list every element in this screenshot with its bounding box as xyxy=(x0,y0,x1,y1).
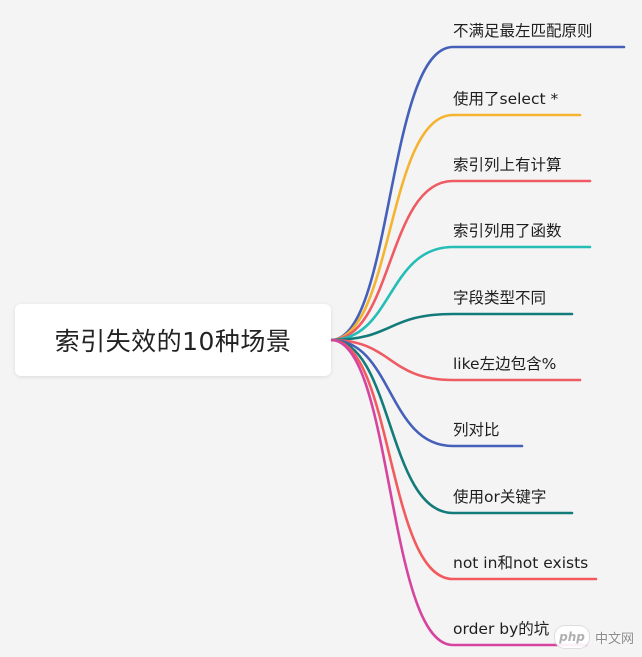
branch-label-6[interactable]: like左边包含% xyxy=(453,355,557,373)
branch-label-8[interactable]: 使用or关键字 xyxy=(453,488,547,506)
branch-label-3[interactable]: 索引列上有计算 xyxy=(453,156,562,174)
branch-connector-3 xyxy=(329,179,592,342)
watermark-logo: php xyxy=(553,625,590,649)
branch-connector-9 xyxy=(329,338,598,581)
watermark-text: 中文网 xyxy=(594,631,634,647)
branch-label-1[interactable]: 不满足最左匹配原则 xyxy=(453,22,593,40)
branch-connector-6 xyxy=(329,338,582,382)
root-node[interactable]: 索引失效的10种场景 xyxy=(15,304,331,376)
branch-label-4[interactable]: 索引列用了函数 xyxy=(453,222,562,240)
branch-connector-4 xyxy=(329,245,592,342)
branch-connector-10 xyxy=(329,338,588,647)
branch-label-10[interactable]: order by的坑 xyxy=(453,620,550,638)
branch-label-7[interactable]: 列对比 xyxy=(453,421,500,439)
branch-label-9[interactable]: not in和not exists xyxy=(453,554,589,572)
branch-connector-5 xyxy=(329,312,574,342)
branch-connector-7 xyxy=(329,338,524,448)
watermark: php 中文网 xyxy=(553,625,634,649)
branch-connector-1 xyxy=(329,45,626,342)
branch-label-5[interactable]: 字段类型不同 xyxy=(453,289,547,307)
branch-connector-8 xyxy=(329,338,574,515)
branch-connector-2 xyxy=(329,113,582,342)
branch-label-2[interactable]: 使用了select * xyxy=(453,90,559,108)
root-node-label: 索引失效的10种场景 xyxy=(54,327,292,356)
